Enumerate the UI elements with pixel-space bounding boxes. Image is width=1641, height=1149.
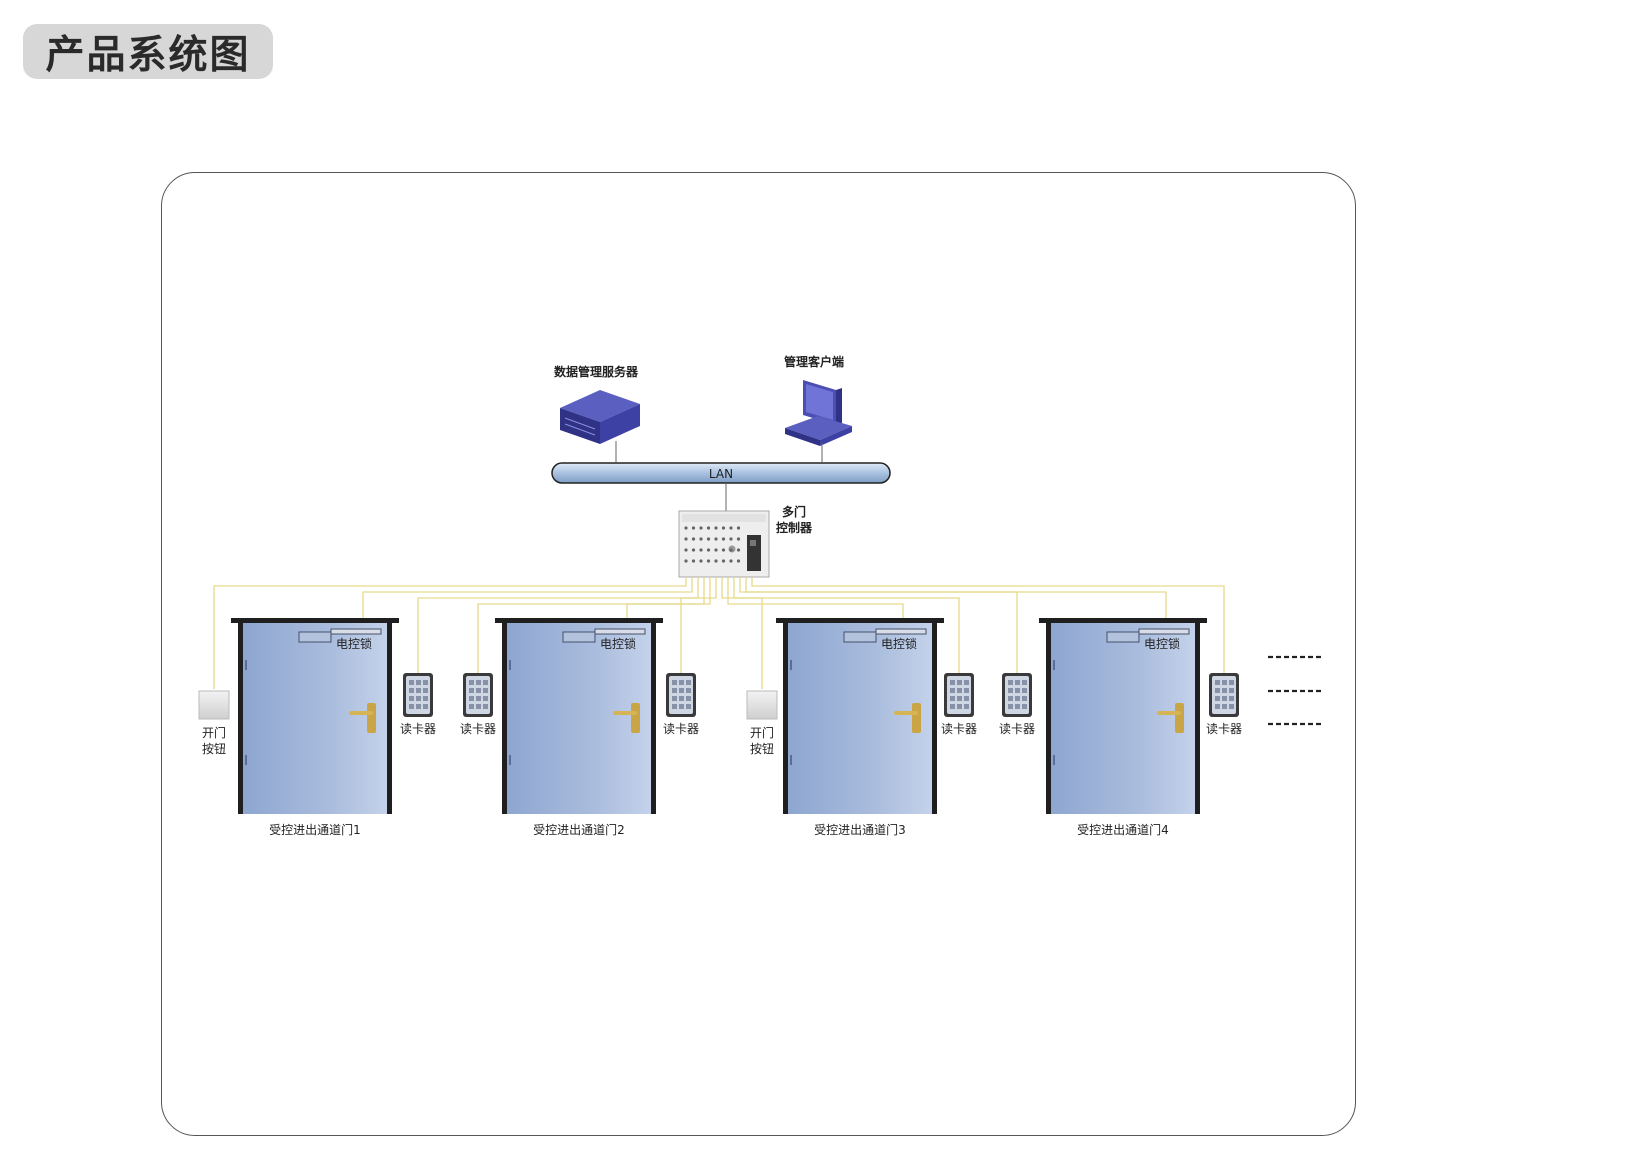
- door-frame-left: [783, 622, 788, 814]
- controller-label-line1: 多门: [782, 504, 806, 519]
- door-frame-right: [1195, 622, 1200, 814]
- signal-wire: [680, 577, 717, 673]
- exit-button-icon: [746, 690, 778, 720]
- door-closer: [298, 631, 332, 643]
- exit-button-label-line2: 按钮: [202, 741, 226, 756]
- door-leaf: [243, 623, 387, 814]
- door-label: 受控进出通道门1: [269, 822, 361, 837]
- door-closer: [562, 631, 596, 643]
- signal-wire: [745, 577, 1167, 630]
- door-handle-lever: [1157, 711, 1181, 715]
- more-doors-indicator: [1268, 655, 1322, 726]
- card-reader-icon: [666, 673, 696, 717]
- exit-button-label-line2: 按钮: [750, 741, 774, 756]
- signal-wire: [733, 577, 960, 673]
- card-reader-icon: [1002, 673, 1032, 717]
- signal-wire: [213, 577, 687, 689]
- door-label: 受控进出通道门2: [533, 822, 625, 837]
- server-icon: [560, 390, 640, 444]
- lan-bus: [551, 462, 891, 484]
- card-reader-label: 读卡器: [400, 722, 436, 736]
- electric-lock-icon: [594, 628, 646, 635]
- client-label: 管理客户端: [784, 354, 844, 369]
- door-frame-top: [495, 618, 663, 623]
- controller-icon: [678, 510, 770, 578]
- door-frame-top: [231, 618, 399, 623]
- card-reader-icon: [1209, 673, 1239, 717]
- card-reader-label: 读卡器: [460, 722, 496, 736]
- door-handle-lever: [894, 711, 918, 715]
- signal-wire: [626, 577, 711, 630]
- electric-lock-icon: [330, 628, 382, 635]
- card-reader-label: 读卡器: [941, 722, 977, 736]
- controller-label-line2: 控制器: [776, 520, 813, 535]
- electric-lock-icon: [875, 628, 927, 635]
- door-leaf: [788, 623, 932, 814]
- electric-lock-icon: [1138, 628, 1190, 635]
- page-title: 产品系统图: [23, 24, 273, 79]
- signal-wire: [727, 577, 904, 630]
- card-reader-icon: [403, 673, 433, 717]
- door-closer: [843, 631, 877, 643]
- electric-lock-label: 电控锁: [881, 636, 917, 651]
- card-reader-label: 读卡器: [999, 722, 1035, 736]
- card-reader-label: 读卡器: [663, 722, 699, 736]
- lan-label: LAN: [709, 467, 733, 481]
- card-reader-label: 读卡器: [1206, 722, 1242, 736]
- electric-lock-label: 电控锁: [336, 636, 372, 651]
- signal-wire: [477, 577, 705, 673]
- door-handle-lever: [613, 711, 637, 715]
- diagram-frame: [161, 172, 1356, 1136]
- exit-button-label-line1: 开门: [202, 725, 226, 740]
- door-handle-plate: [912, 703, 921, 733]
- electric-lock-label: 电控锁: [600, 636, 636, 651]
- door-handle-lever: [349, 711, 373, 715]
- door-frame-right: [387, 622, 392, 814]
- exit-button-icon: [198, 690, 230, 720]
- door-frame-left: [238, 622, 243, 814]
- door-frame-left: [1046, 622, 1051, 814]
- door-closer: [1106, 631, 1140, 643]
- door-leaf: [1051, 623, 1195, 814]
- signal-wires: [213, 577, 1225, 689]
- computer-icon: [785, 380, 852, 446]
- card-reader-icon: [463, 673, 493, 717]
- signal-wire: [751, 577, 1225, 673]
- door-label: 受控进出通道门4: [1077, 822, 1169, 837]
- door-frame-right: [651, 622, 656, 814]
- exit-button-label-line1: 开门: [750, 725, 774, 740]
- server-label: 数据管理服务器: [554, 364, 639, 379]
- door-label: 受控进出通道门3: [814, 822, 906, 837]
- door-frame-top: [776, 618, 944, 623]
- electric-lock-label: 电控锁: [1144, 636, 1180, 651]
- door-frame-left: [502, 622, 507, 814]
- door-handle-plate: [367, 703, 376, 733]
- door-frame-right: [932, 622, 937, 814]
- door-leaf: [507, 623, 651, 814]
- card-reader-icon: [944, 673, 974, 717]
- door-handle-plate: [631, 703, 640, 733]
- door-frame-top: [1039, 618, 1207, 623]
- signal-wire: [417, 577, 699, 673]
- door-handle-plate: [1175, 703, 1184, 733]
- signal-wire: [362, 577, 693, 630]
